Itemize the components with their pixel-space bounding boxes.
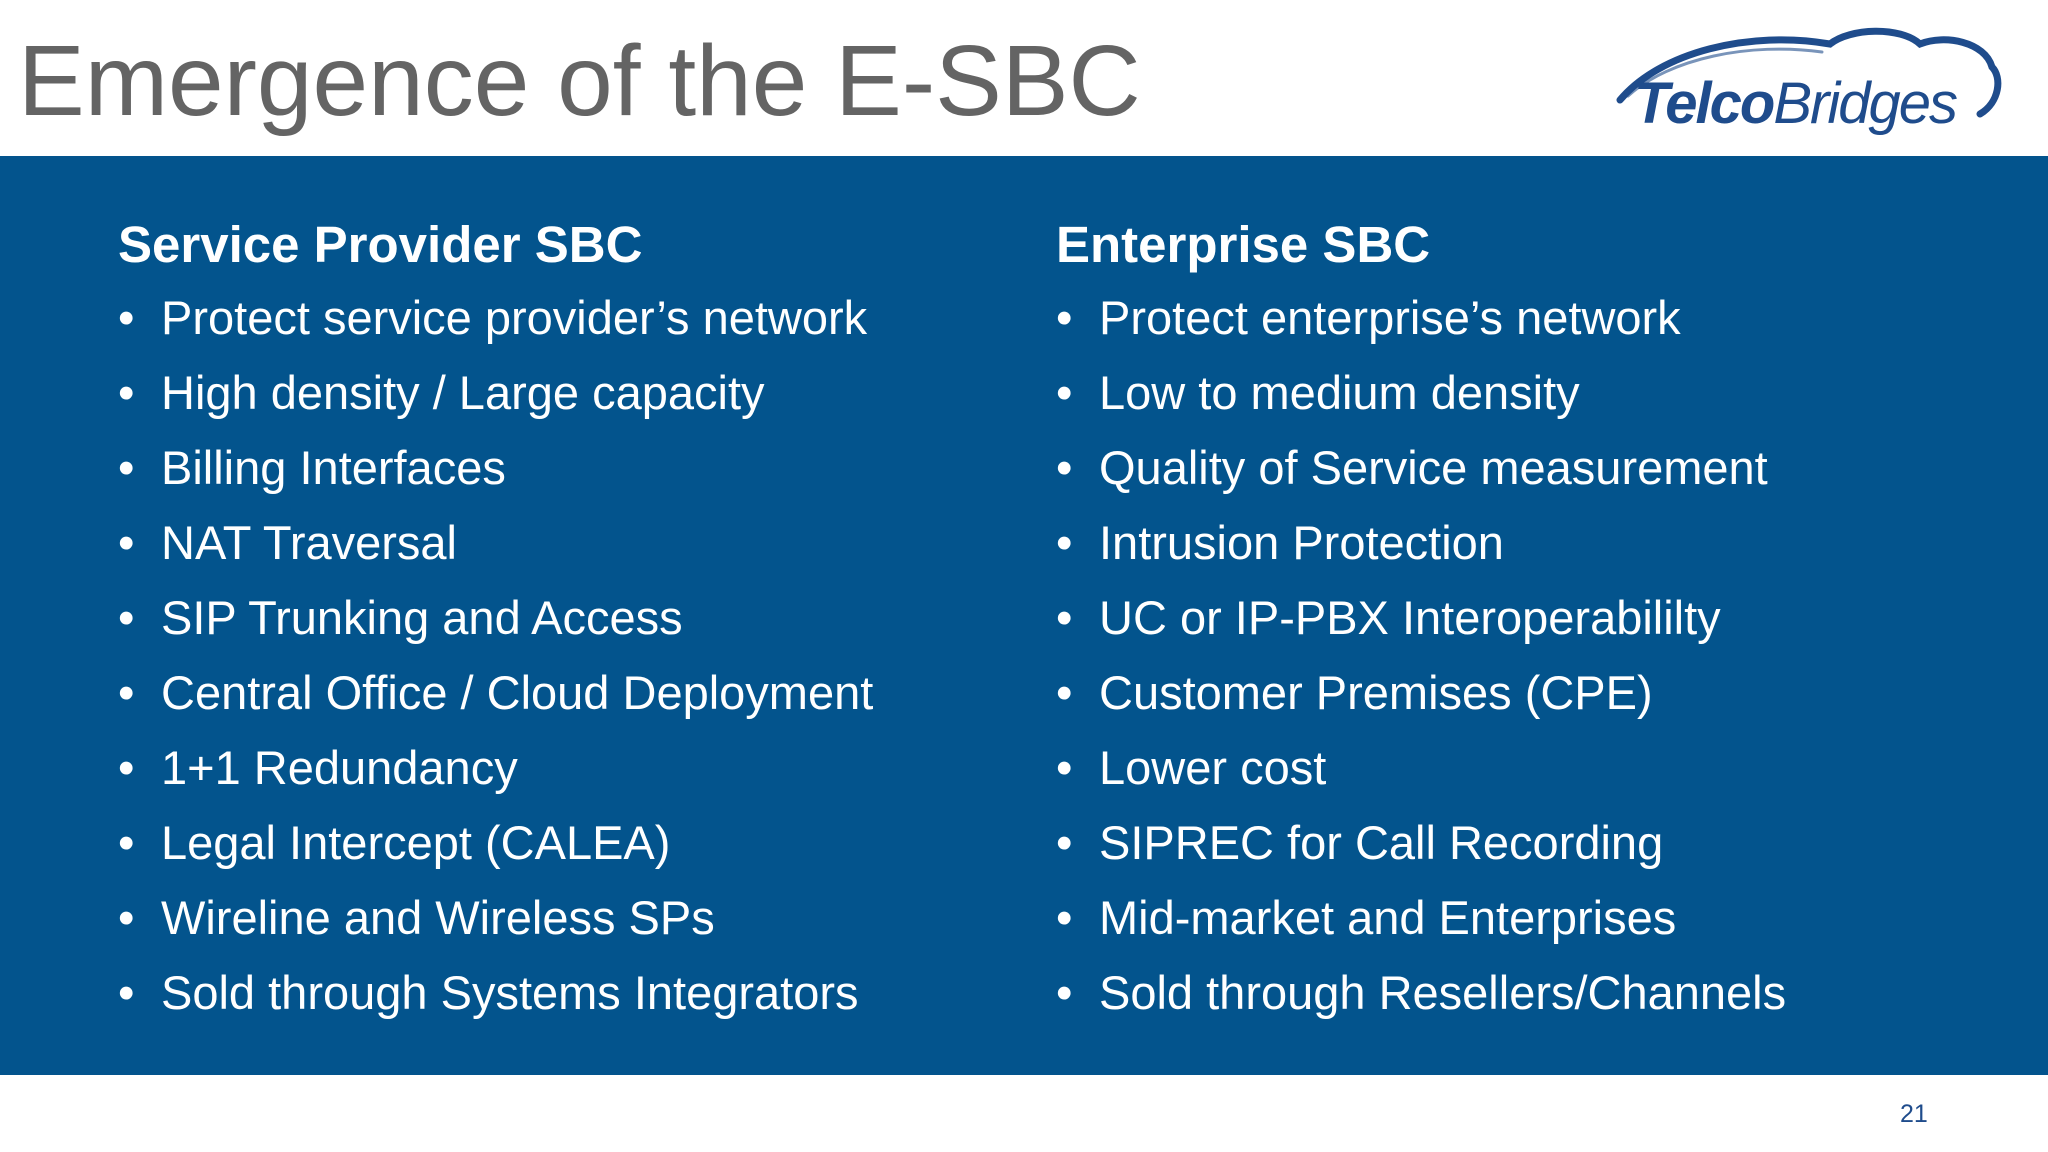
- bullet-icon: •: [118, 591, 135, 644]
- bullet-icon: •: [1056, 366, 1073, 419]
- bullet-icon: •: [1056, 891, 1073, 944]
- list-item-text: Mid-market and Enterprises: [1099, 891, 1677, 944]
- page-number: 21: [1900, 1100, 1928, 1128]
- slide-title: Emergence of the E-SBC: [18, 25, 1141, 137]
- cloud-swoosh-logo-icon: [1616, 27, 2002, 118]
- list-item: • SIP Trunking and Access: [118, 580, 1018, 655]
- bullet-icon: •: [118, 891, 135, 944]
- telcobridges-logo: TelcoBridges: [1600, 22, 2005, 142]
- list-item-text: Billing Interfaces: [161, 441, 506, 494]
- list-item-text: Protect service provider’s network: [161, 291, 868, 344]
- bullet-icon: •: [1056, 591, 1073, 644]
- list-item: • Wireline and Wireless SPs: [118, 880, 1018, 955]
- bullet-icon: •: [118, 816, 135, 869]
- logo-wordmark: TelcoBridges: [1634, 70, 1958, 137]
- list-item: • NAT Traversal: [118, 505, 1018, 580]
- bullet-icon: •: [118, 966, 135, 1019]
- list-item-text: Customer Premises (CPE): [1099, 666, 1653, 719]
- bullet-icon: •: [1056, 291, 1073, 344]
- list-item: • Sold through Resellers/Channels: [1056, 955, 1956, 1030]
- column-heading: Service Provider SBC: [118, 216, 643, 273]
- list-item-text: Legal Intercept (CALEA): [161, 816, 671, 869]
- bullet-icon: •: [118, 666, 135, 719]
- list-item-text: SIP Trunking and Access: [161, 591, 683, 644]
- list-item-text: Intrusion Protection: [1099, 516, 1504, 569]
- list-item: • Mid-market and Enterprises: [1056, 880, 1956, 955]
- list-item-text: NAT Traversal: [161, 516, 457, 569]
- list-item: • Customer Premises (CPE): [1056, 655, 1956, 730]
- enterprise-column: Enterprise SBC • Protect enterprise’s net…: [1056, 210, 1956, 1030]
- list-item-text: Central Office / Cloud Deployment: [161, 666, 874, 719]
- list-item: • Intrusion Protection: [1056, 505, 1956, 580]
- list-item-text: Quality of Service measurement: [1099, 441, 1768, 494]
- list-item-text: 1+1 Redundancy: [161, 741, 518, 794]
- list-item: • Billing Interfaces: [118, 430, 1018, 505]
- list-item: • Lower cost: [1056, 730, 1956, 805]
- list-item-text: High density / Large capacity: [161, 366, 765, 419]
- list-item: • Low to medium density: [1056, 355, 1956, 430]
- service-provider-column: Service Provider SBC • Protect service pr…: [118, 210, 1018, 1030]
- list-item-text: Lower cost: [1099, 741, 1327, 794]
- bullet-icon: •: [118, 291, 135, 344]
- bullet-icon: •: [118, 441, 135, 494]
- list-item: • Quality of Service measurement: [1056, 430, 1956, 505]
- list-item: • 1+1 Redundancy: [118, 730, 1018, 805]
- bullet-list: • Protect service provider’s network • Hig…: [118, 280, 1018, 1030]
- list-item: • High density / Large capacity: [118, 355, 1018, 430]
- bullet-icon: •: [118, 516, 135, 569]
- bullet-icon: •: [1056, 816, 1073, 869]
- list-item: • Legal Intercept (CALEA): [118, 805, 1018, 880]
- bullet-icon: •: [1056, 966, 1073, 1019]
- list-item-text: Protect enterprise’s network: [1099, 291, 1681, 344]
- column-heading: Enterprise SBC: [1056, 216, 1431, 273]
- list-item-text: Wireline and Wireless SPs: [161, 891, 715, 944]
- bullet-icon: •: [1056, 441, 1073, 494]
- list-item: • Protect service provider’s network: [118, 280, 1018, 355]
- bullet-list: • Protect enterprise’s network • Low to me…: [1056, 280, 1956, 1030]
- bullet-icon: •: [1056, 666, 1073, 719]
- list-item: • Protect enterprise’s network: [1056, 280, 1956, 355]
- list-item: • Sold through Systems Integrators: [118, 955, 1018, 1030]
- list-item: • SIPREC for Call Recording: [1056, 805, 1956, 880]
- list-item-text: SIPREC for Call Recording: [1099, 816, 1664, 869]
- bullet-icon: •: [1056, 516, 1073, 569]
- content-band: [0, 156, 2048, 1075]
- list-item-text: UC or IP-PBX Interoperabililty: [1099, 591, 1721, 644]
- bullet-icon: •: [1056, 741, 1073, 794]
- list-item: • Central Office / Cloud Deployment: [118, 655, 1018, 730]
- list-item-text: Sold through Systems Integrators: [161, 966, 859, 1019]
- bullet-icon: •: [118, 366, 135, 419]
- list-item-text: Sold through Resellers/Channels: [1099, 966, 1787, 1019]
- bullet-icon: •: [118, 741, 135, 794]
- list-item-text: Low to medium density: [1099, 366, 1580, 419]
- logo-text-light: Bridges: [1773, 71, 1958, 136]
- logo-text-bold: Telco: [1634, 71, 1775, 136]
- list-item: • UC or IP-PBX Interoperabililty: [1056, 580, 1956, 655]
